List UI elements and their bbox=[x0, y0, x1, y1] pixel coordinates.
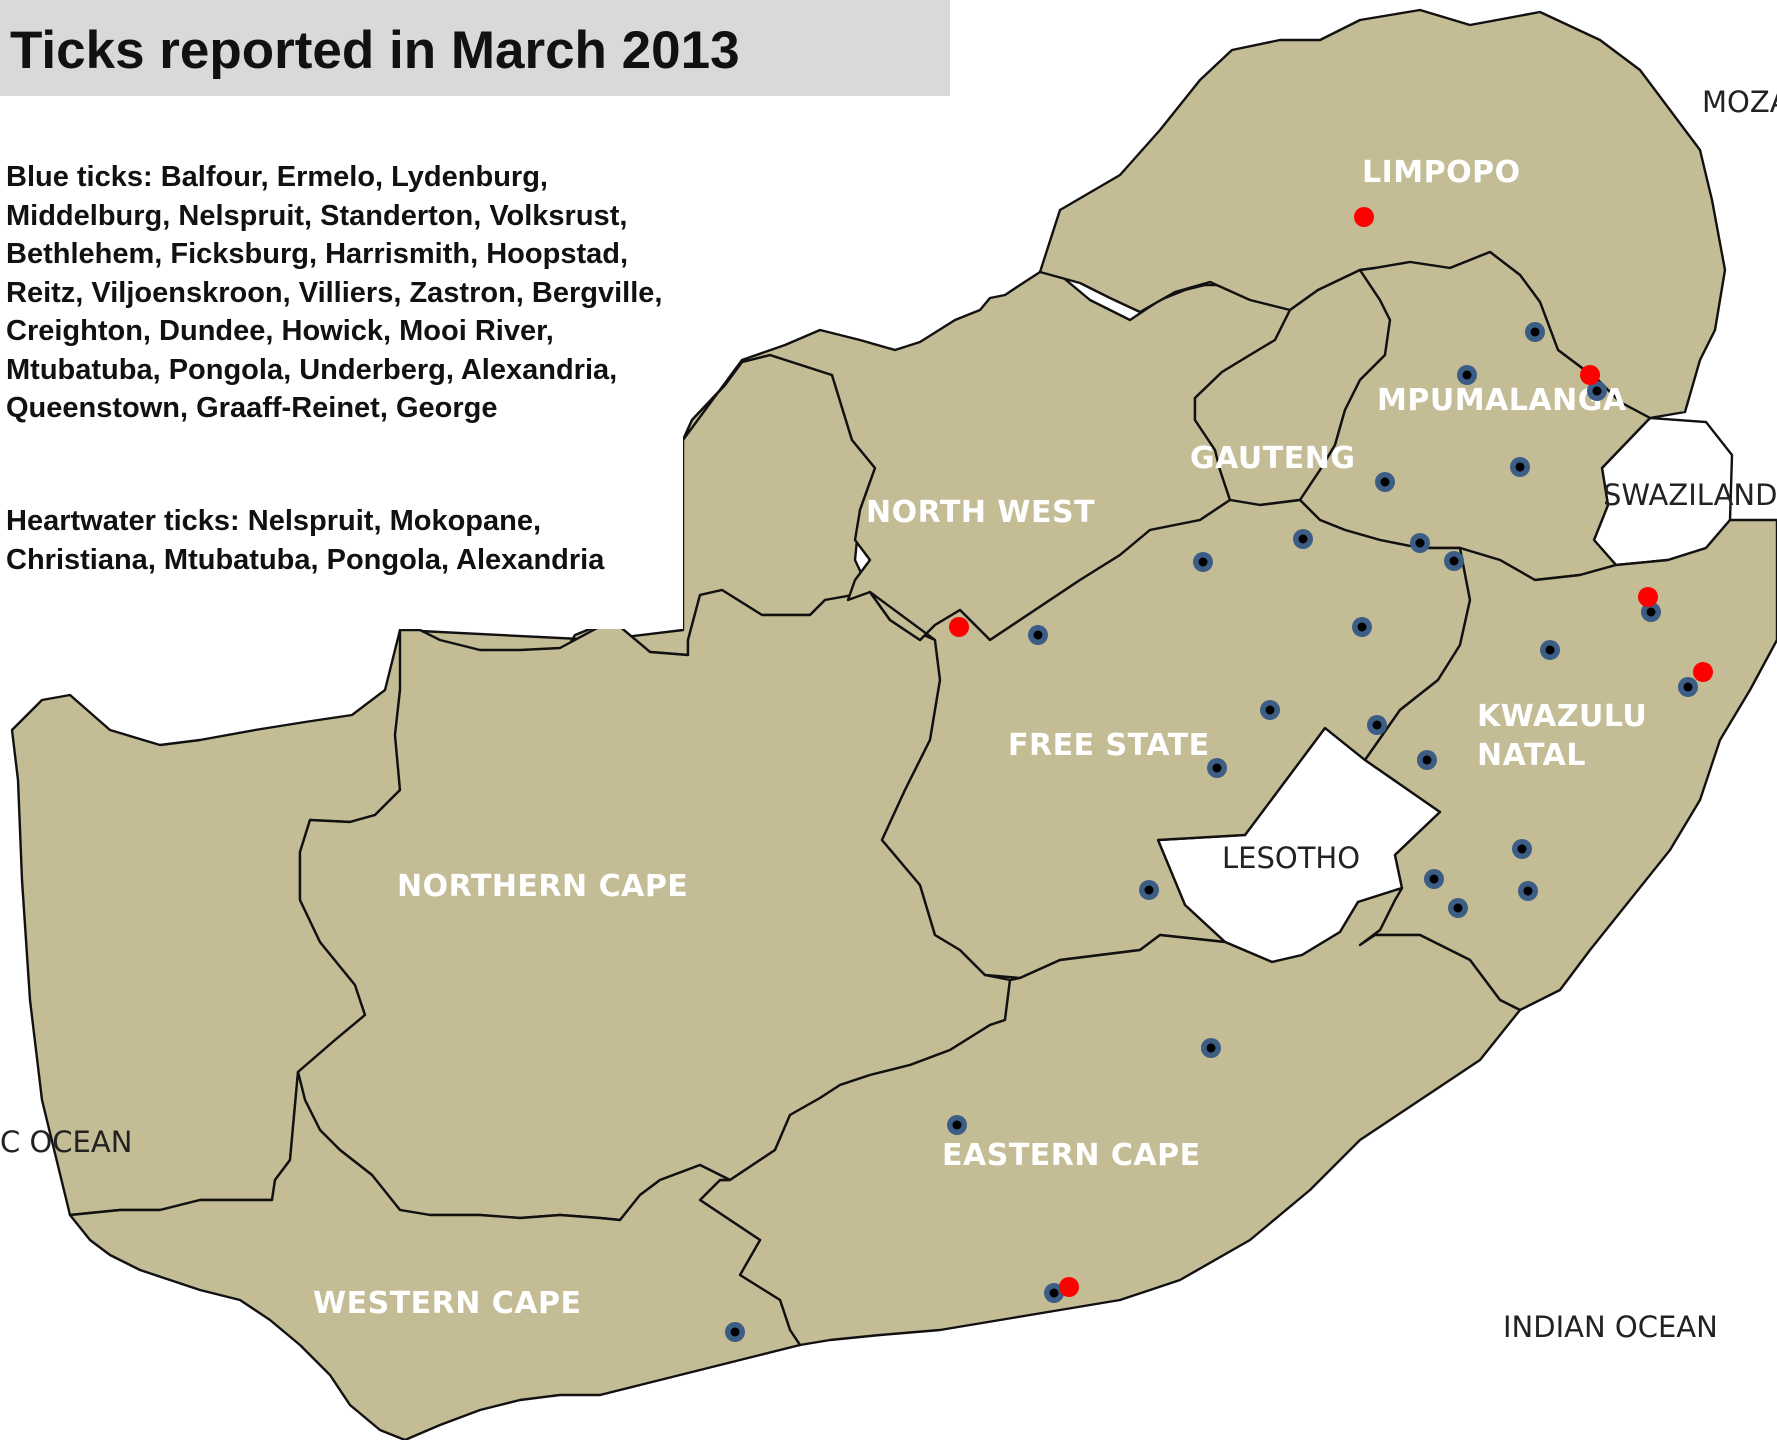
blue-tick-marker bbox=[1448, 898, 1468, 918]
label-north-west: NORTH WEST bbox=[866, 495, 1095, 530]
label-northern-cape: NORTHERN CAPE bbox=[397, 869, 688, 904]
blue-tick-marker bbox=[1044, 1283, 1064, 1303]
label-free-state: FREE STATE bbox=[1008, 728, 1210, 763]
blue-tick-marker bbox=[1139, 880, 1159, 900]
blue-tick-marker bbox=[1028, 625, 1048, 645]
blue-tick-marker bbox=[1193, 552, 1213, 572]
heartwater-tick-marker bbox=[1059, 1277, 1079, 1297]
heartwater-tick-marker bbox=[949, 617, 969, 637]
page-title: Ticks reported in March 2013 bbox=[10, 21, 740, 80]
blue-tick-marker bbox=[1457, 365, 1477, 385]
heartwater-tick-marker bbox=[1638, 587, 1658, 607]
blue-tick-marker bbox=[947, 1115, 967, 1135]
label-limpopo: LIMPOPO bbox=[1362, 155, 1521, 190]
blue-tick-marker bbox=[1678, 677, 1698, 697]
label-western-cape: WESTERN CAPE bbox=[313, 1286, 582, 1321]
blue-tick-marker bbox=[1367, 715, 1387, 735]
blue-tick-marker bbox=[1424, 869, 1444, 889]
heartwater-tick-marker bbox=[1354, 207, 1374, 227]
label-eastern-cape: EASTERN CAPE bbox=[942, 1138, 1201, 1173]
blue-tick-marker bbox=[1444, 551, 1464, 571]
blue-tick-marker bbox=[1375, 472, 1395, 492]
blue-tick-marker bbox=[1512, 839, 1532, 859]
label-atlantic-ocean: C OCEAN bbox=[0, 1125, 132, 1159]
blue-ticks-text: Blue ticks: Balfour, Ermelo, Lydenburg, … bbox=[6, 161, 663, 424]
blue-tick-marker bbox=[1518, 881, 1538, 901]
blue-tick-marker bbox=[1352, 617, 1372, 637]
blue-tick-marker bbox=[1410, 533, 1430, 553]
heartwater-tick-marker bbox=[1693, 662, 1713, 682]
blue-tick-marker bbox=[1293, 529, 1313, 549]
label-gauteng: GAUTENG bbox=[1190, 441, 1355, 476]
heartwater-tick-markers bbox=[949, 207, 1713, 1297]
heartwater-ticks-text: Heartwater ticks: Nelspruit, Mokopane, C… bbox=[6, 505, 605, 576]
blue-tick-marker bbox=[1641, 602, 1661, 622]
blue-tick-marker bbox=[1525, 322, 1545, 342]
heartwater-tick-marker bbox=[1580, 365, 1600, 385]
legend-panel: Blue ticks: Balfour, Ermelo, Lydenburg, … bbox=[0, 96, 683, 629]
label-mpumalanga: MPUMALANGA bbox=[1377, 383, 1627, 418]
label-swaziland: SWAZILAND bbox=[1603, 478, 1777, 512]
blue-tick-marker bbox=[725, 1322, 745, 1342]
blue-tick-marker bbox=[1207, 758, 1227, 778]
label-indian-ocean: INDIAN OCEAN bbox=[1503, 1310, 1718, 1344]
label-kwazulu: KWAZULU bbox=[1477, 699, 1647, 734]
title-bar: Ticks reported in March 2013 bbox=[0, 0, 950, 96]
eastern-cape-region bbox=[698, 886, 1522, 1347]
blue-tick-marker bbox=[1587, 381, 1607, 401]
blue-tick-markers bbox=[725, 322, 1698, 1342]
blue-tick-marker bbox=[1510, 457, 1530, 477]
blue-tick-marker bbox=[1417, 750, 1437, 770]
label-mozambique: MOZA bbox=[1702, 85, 1777, 119]
blue-tick-marker bbox=[1260, 700, 1280, 720]
kwazulu-natal-region bbox=[1358, 518, 1777, 1012]
label-lesotho: LESOTHO bbox=[1222, 841, 1360, 875]
limpopo-region bbox=[1038, 8, 1727, 420]
blue-tick-marker bbox=[1201, 1038, 1221, 1058]
western-cape-region bbox=[68, 1070, 802, 1440]
label-natal: NATAL bbox=[1477, 738, 1586, 773]
blue-tick-marker bbox=[1540, 640, 1560, 660]
